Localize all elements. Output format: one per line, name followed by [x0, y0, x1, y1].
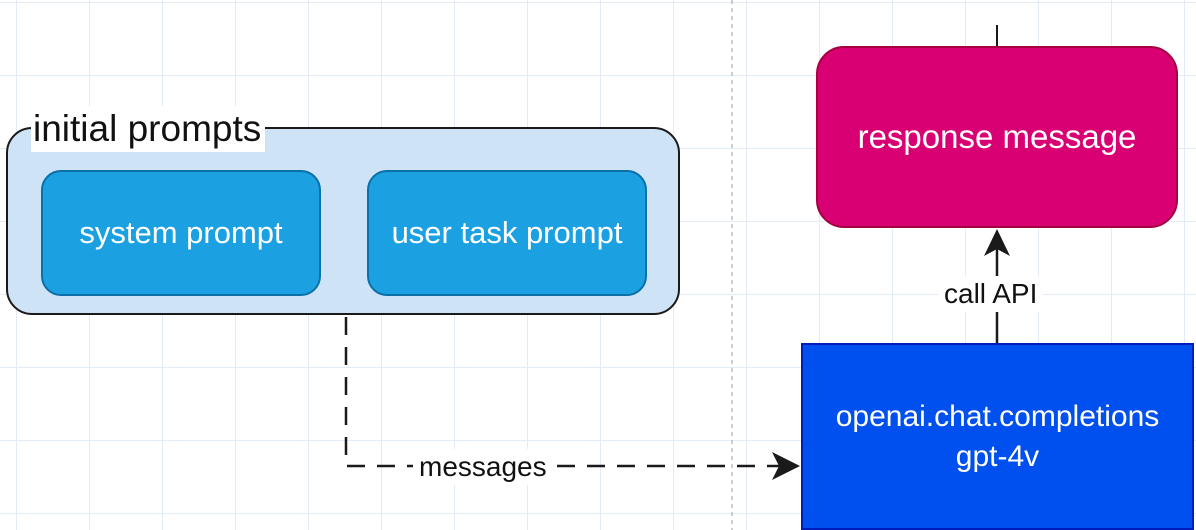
- user-task-prompt-label: user task prompt: [391, 215, 623, 250]
- user-task-prompt-node[interactable]: user task prompt: [367, 170, 647, 296]
- messages-edge: [344, 317, 784, 468]
- api-call-label-line2: gpt-4v: [955, 439, 1040, 473]
- system-prompt-label: system prompt: [79, 215, 283, 250]
- response-message-node[interactable]: response message: [816, 46, 1178, 228]
- system-prompt-node[interactable]: system prompt: [41, 170, 321, 296]
- initial-prompts-title: initial prompts: [31, 106, 266, 152]
- messages-edge-label: messages: [413, 449, 553, 485]
- api-call-label-line1: openai.chat.completions: [835, 399, 1160, 433]
- call-api-edge-label: call API: [938, 276, 1044, 312]
- messages-arrowhead: [772, 452, 800, 480]
- call-api-arrowhead: [984, 229, 1010, 256]
- response-message-label: response message: [857, 118, 1137, 155]
- api-call-node[interactable]: openai.chat.completions gpt-4v: [801, 343, 1194, 530]
